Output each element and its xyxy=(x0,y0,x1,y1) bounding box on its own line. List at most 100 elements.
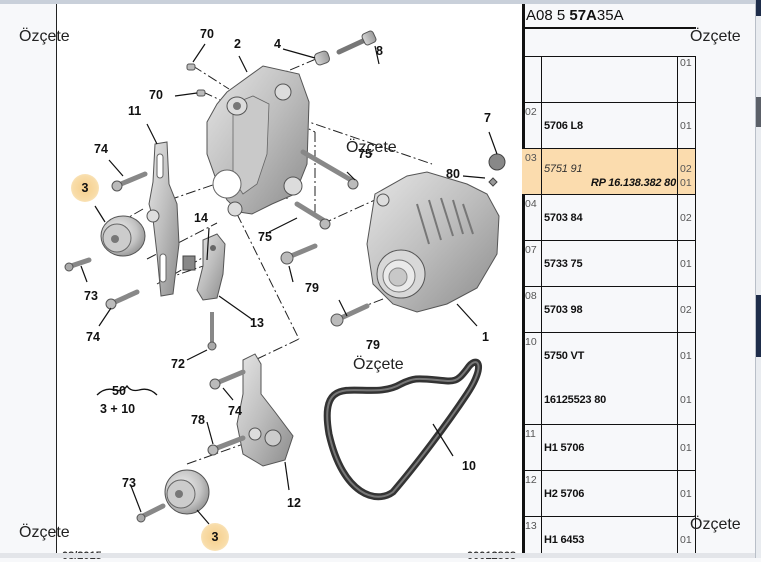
cap-part-7 xyxy=(488,153,506,171)
bolt-part-78 xyxy=(207,435,246,456)
row-number: 04 xyxy=(525,198,537,210)
part-reference[interactable]: 5703 84 xyxy=(544,212,583,224)
callout-1: 1 xyxy=(482,330,489,344)
row-description: 5703 98 xyxy=(541,287,677,332)
callout-79: 79 xyxy=(366,338,380,352)
part-reference[interactable]: 5751 91 xyxy=(544,163,583,175)
callout-74: 74 xyxy=(86,330,100,344)
row-quantity: 01 01 xyxy=(677,333,696,424)
table-row[interactable]: 04 5703 84 02 xyxy=(522,194,696,240)
callout-75: 75 xyxy=(258,230,272,244)
row-quantity: 01 xyxy=(677,471,696,516)
replacement-part-reference[interactable]: RP 16.138.382 80 xyxy=(590,177,676,189)
quantity-value: 01 xyxy=(680,394,692,406)
callout-79: 79 xyxy=(305,281,319,295)
table-row[interactable]: 12 H2 5706 01 xyxy=(522,470,696,516)
callout-72: 72 xyxy=(171,357,185,371)
row-number: 11 xyxy=(525,428,536,440)
part-reference[interactable]: H2 5706 xyxy=(544,488,585,500)
table-row[interactable]: 02 5706 L8 01 xyxy=(522,102,696,148)
code-bold: 57A xyxy=(569,7,597,24)
watermark-text: Özçete xyxy=(353,356,404,373)
adjacent-window-panel xyxy=(756,295,761,357)
bolt-part-75 xyxy=(300,149,359,190)
watermark-text: Özçete xyxy=(346,139,397,156)
row-quantity: 02 xyxy=(677,287,696,332)
row-quantity: 01 xyxy=(677,425,696,470)
parts-table: 01 02 5706 L8 01 03 5751 91 RP 16.138.38… xyxy=(522,56,696,556)
diagram-code-title: A08 5 57A35A xyxy=(526,7,624,24)
callout-75: 75 xyxy=(358,147,372,161)
spacer-part-4 xyxy=(313,50,331,66)
callout-73: 73 xyxy=(84,289,98,303)
table-row[interactable]: 13 H1 6453 01 xyxy=(522,516,696,556)
callout-3-plus-10: 3 + 10 xyxy=(100,402,136,416)
callout-10: 10 xyxy=(462,459,476,473)
row-quantity: 01 xyxy=(677,57,696,102)
row-number: 10 xyxy=(525,336,537,348)
part-reference[interactable]: 5733 75 xyxy=(544,258,583,270)
diagram-drawing xyxy=(64,30,506,525)
tensioner-arm-12 xyxy=(236,353,294,467)
idler-pulley-3 xyxy=(164,469,210,515)
part-reference[interactable]: 5750 VT xyxy=(544,350,585,362)
left-margin xyxy=(0,4,56,553)
table-row[interactable]: 07 5733 75 01 xyxy=(522,240,696,286)
watermark-text: Özçete xyxy=(690,516,741,533)
quantity-value: 02 xyxy=(680,304,692,316)
callout-74: 74 xyxy=(94,142,108,156)
row-number: 02 xyxy=(525,106,537,118)
table-row[interactable]: 11 H1 5706 01 xyxy=(522,424,696,470)
exploded-parts-diagram xyxy=(56,4,523,553)
code-suffix: 35A xyxy=(596,7,624,24)
part-reference[interactable]: 5703 98 xyxy=(544,304,583,316)
quantity-value: 02 xyxy=(680,212,692,224)
callout-12: 12 xyxy=(287,496,301,510)
table-row-highlighted[interactable]: 03 5751 91 RP 16.138.382 80 02 01 xyxy=(522,148,696,194)
bolt-part-73 xyxy=(64,257,92,272)
row-number xyxy=(522,57,541,102)
part-reference[interactable]: H1 5706 xyxy=(544,442,585,454)
callout-74: 74 xyxy=(228,404,242,418)
part-reference[interactable]: H1 6453 xyxy=(544,534,585,546)
row-description xyxy=(541,57,677,102)
adjacent-window-image xyxy=(756,97,761,127)
bolt-part-79 xyxy=(330,303,370,327)
bolt-part-79 xyxy=(280,243,318,265)
table-row[interactable]: 01 xyxy=(522,56,696,102)
row-number: 13 xyxy=(525,520,537,532)
bolt-part-74 xyxy=(111,171,148,192)
row-description: 5751 91 RP 16.138.382 80 xyxy=(541,149,677,194)
title-divider xyxy=(522,27,696,29)
row-description: H2 5706 xyxy=(541,471,677,516)
row-number: 12 xyxy=(525,474,537,486)
bolt-part-74 xyxy=(209,369,246,390)
bracket-part-13 xyxy=(196,233,226,301)
callout-2: 2 xyxy=(234,37,241,51)
row-number: 08 xyxy=(525,290,537,302)
clip-part-80 xyxy=(488,177,498,187)
callout-8: 8 xyxy=(376,44,383,58)
row-quantity: 01 xyxy=(677,517,696,556)
tensioner-arm-11 xyxy=(146,141,180,297)
plate-part-14 xyxy=(182,255,196,271)
watermark-text: Özçete xyxy=(19,28,70,45)
callout-70: 70 xyxy=(200,27,214,41)
part-reference[interactable]: 5706 L8 xyxy=(544,120,583,132)
bolt-part-8 xyxy=(336,30,377,55)
callout-13: 13 xyxy=(250,316,264,330)
row-quantity: 01 xyxy=(677,103,696,148)
callout-70: 70 xyxy=(149,88,163,102)
table-left-border xyxy=(522,4,525,553)
callout-3-highlighted: 3 xyxy=(71,174,99,202)
grouping-brace xyxy=(96,384,158,396)
table-row[interactable]: 10 5750 VT 16125523 80 01 01 xyxy=(522,332,696,424)
adjacent-window-titlebar xyxy=(756,0,761,16)
row-description: H1 6453 xyxy=(541,517,677,556)
part-reference[interactable]: 16125523 80 xyxy=(544,394,607,406)
alternator-part-1 xyxy=(366,171,500,313)
code-prefix: A08 5 xyxy=(526,7,566,24)
table-row[interactable]: 08 5703 98 02 xyxy=(522,286,696,332)
row-quantity: 02 xyxy=(677,195,696,240)
quantity-value: 01 xyxy=(680,350,692,362)
